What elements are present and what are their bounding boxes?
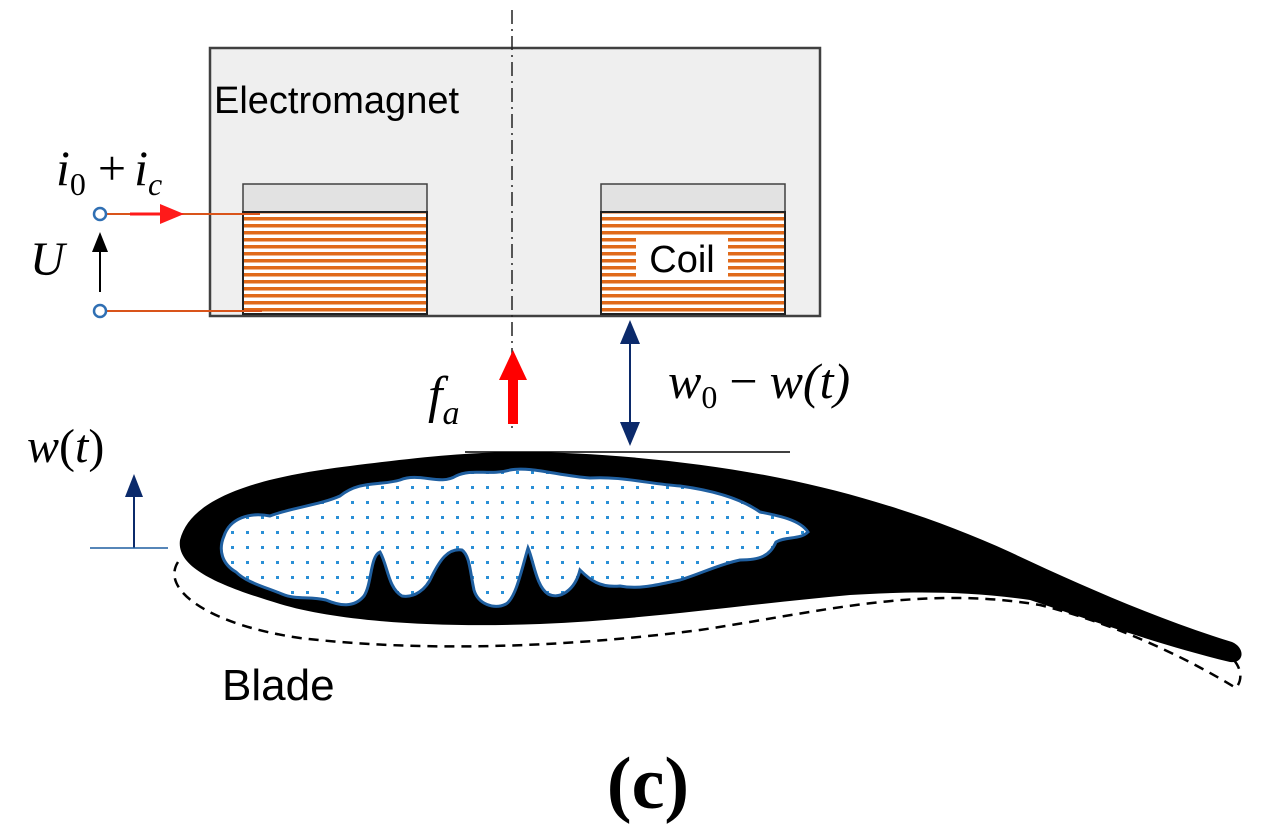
current-arrow	[130, 204, 184, 224]
displacement-label: w(t)	[27, 420, 104, 473]
force-arrow	[499, 350, 527, 424]
gap-arrow	[620, 320, 640, 446]
coil-label-backdrop	[636, 236, 728, 280]
blade-label: Blade	[222, 661, 335, 710]
current-label: i0+ic	[56, 140, 162, 202]
left-coil-winding	[242, 211, 428, 315]
terminal-top	[92, 206, 108, 222]
voltage-arrow	[92, 232, 108, 292]
panel-label: (c)	[607, 743, 689, 825]
left-coil-cap	[242, 183, 428, 213]
right-coil-cap	[600, 183, 786, 213]
displacement-arrow	[90, 474, 168, 549]
blade-cavity	[219, 467, 810, 608]
terminal-bottom	[92, 303, 108, 319]
electromagnet-label: Electromagnet	[214, 80, 459, 122]
gap-label: w0−w(t)	[668, 353, 850, 415]
force-label: fa	[428, 367, 459, 432]
voltage-label: U	[30, 233, 68, 286]
coil-label: Coil	[649, 239, 714, 281]
